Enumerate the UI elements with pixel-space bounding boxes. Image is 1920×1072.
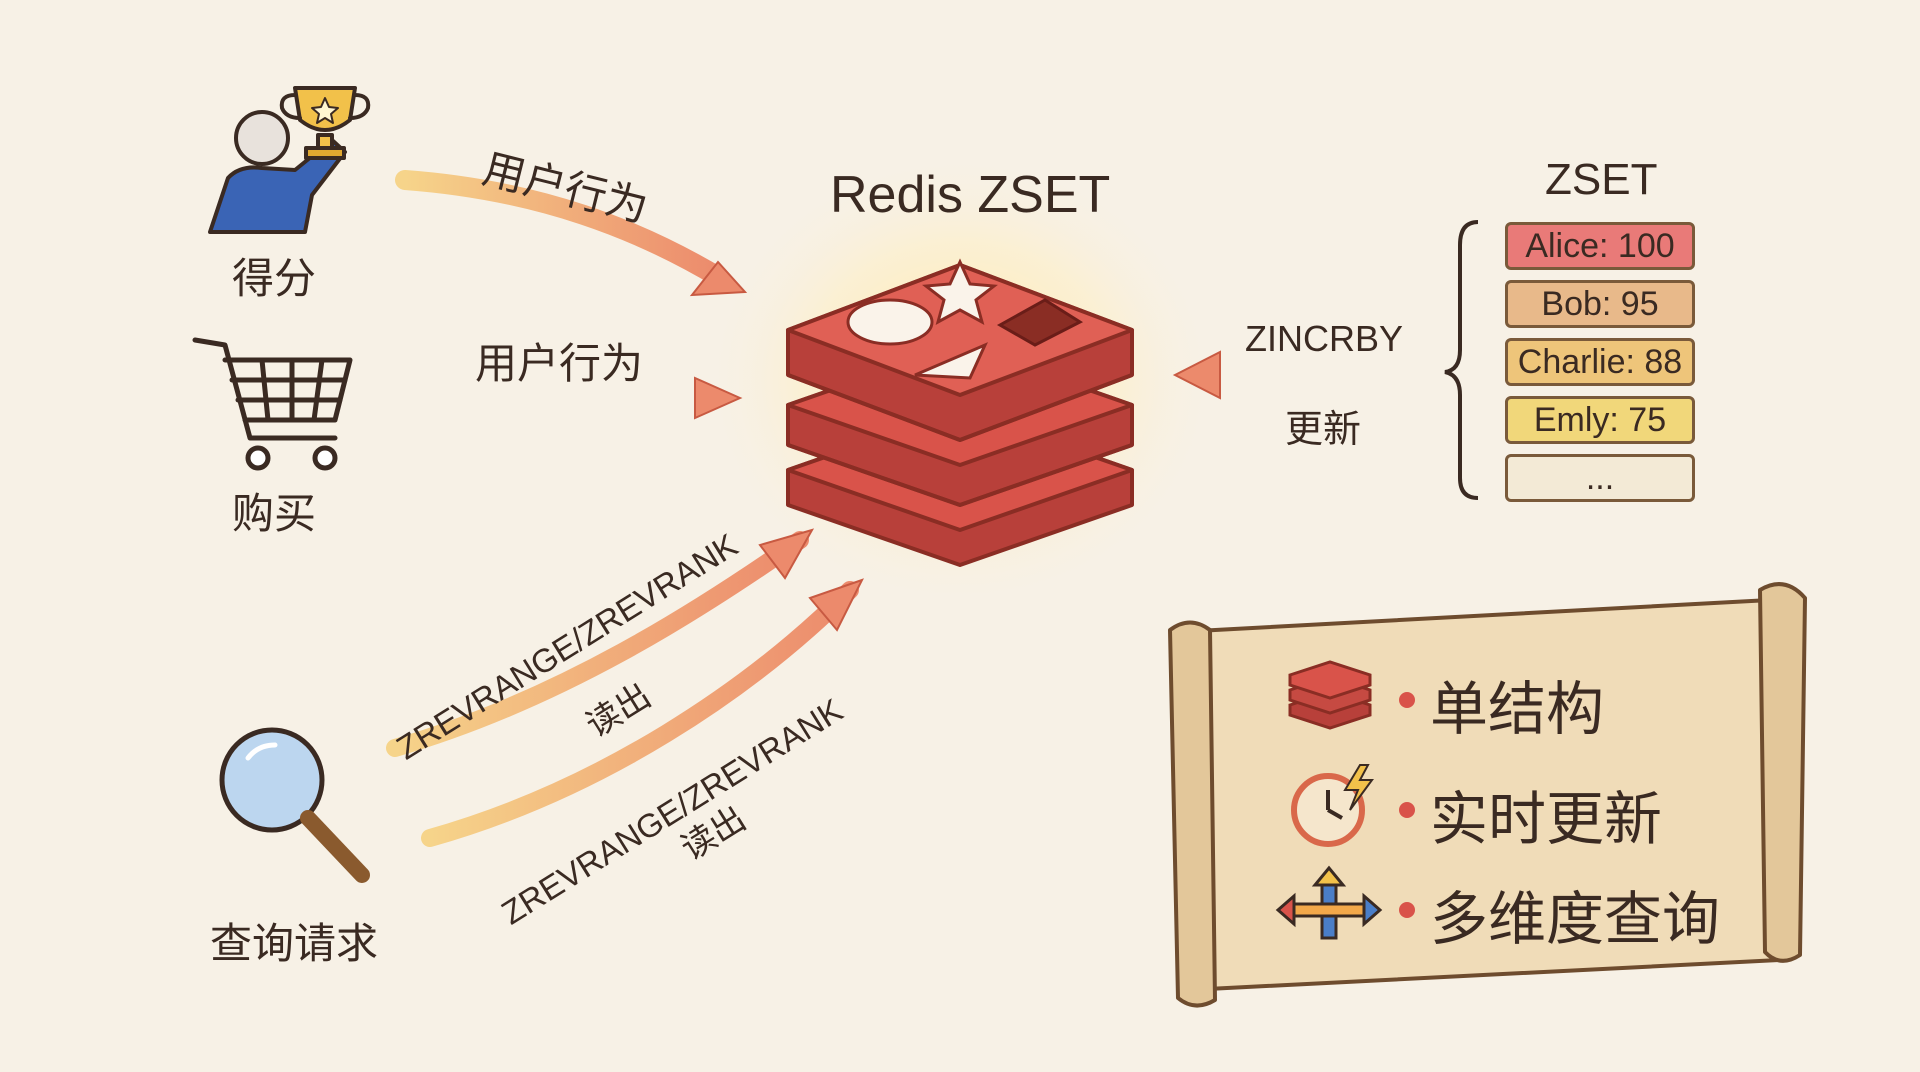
legend-text-single-structure: 单结构 bbox=[1430, 675, 1605, 743]
zset-brace bbox=[1444, 220, 1479, 500]
pyramid-symbol-icon bbox=[996, 298, 1084, 347]
circle-symbol-icon bbox=[846, 298, 934, 346]
legend-text-multi-query: 多维度查询 bbox=[1430, 885, 1721, 953]
redis-title: Redis ZSET bbox=[830, 166, 1111, 224]
person-trophy-icon bbox=[208, 86, 371, 234]
legend-text-realtime-update: 实时更新 bbox=[1430, 785, 1663, 853]
legend-bullet-2 bbox=[1399, 802, 1415, 818]
update-arrow bbox=[1172, 350, 1450, 400]
behavior-label-2: 用户行为 bbox=[475, 339, 644, 388]
update-label: 更新 bbox=[1285, 407, 1362, 451]
zset-item-emly: Emly: 75 bbox=[1505, 396, 1695, 444]
legend-bullet-1 bbox=[1399, 692, 1415, 708]
update-command-label: ZINCRBY bbox=[1245, 318, 1404, 359]
behavior-arrow-1 bbox=[395, 170, 748, 297]
zset-heading: ZSET bbox=[1545, 155, 1658, 204]
source-label-score: 得分 bbox=[232, 254, 317, 303]
zset-item-more: ... bbox=[1505, 454, 1695, 502]
magnifier-icon bbox=[219, 727, 370, 883]
zset-item-text: ... bbox=[1585, 458, 1615, 497]
zset-item-text: Bob: 95 bbox=[1541, 284, 1659, 323]
behavior-arrow-2 bbox=[395, 376, 743, 420]
legend-stack-icon bbox=[1288, 660, 1372, 730]
source-label-purchase: 购买 bbox=[232, 489, 317, 538]
source-label-query: 查询请求 bbox=[210, 919, 379, 968]
triangle-symbol-icon bbox=[914, 342, 988, 380]
read-arrow-1 bbox=[386, 528, 815, 757]
zset-item-text: Charlie: 88 bbox=[1517, 342, 1683, 381]
zset-item-charlie: Charlie: 88 bbox=[1505, 338, 1695, 386]
zset-item-text: Alice: 100 bbox=[1525, 226, 1675, 265]
legend-bullet-3 bbox=[1399, 902, 1415, 918]
read-arrow-2 bbox=[421, 578, 864, 847]
star-symbol-icon bbox=[922, 258, 998, 326]
zset-item-text: Emly: 75 bbox=[1533, 400, 1667, 439]
zset-item-alice: Alice: 100 bbox=[1505, 222, 1695, 270]
shopping-cart-icon bbox=[192, 337, 353, 471]
multi-direction-arrows-icon bbox=[1275, 865, 1383, 940]
clock-lightning-icon bbox=[1291, 764, 1374, 847]
zset-item-bob: Bob: 95 bbox=[1505, 280, 1695, 328]
